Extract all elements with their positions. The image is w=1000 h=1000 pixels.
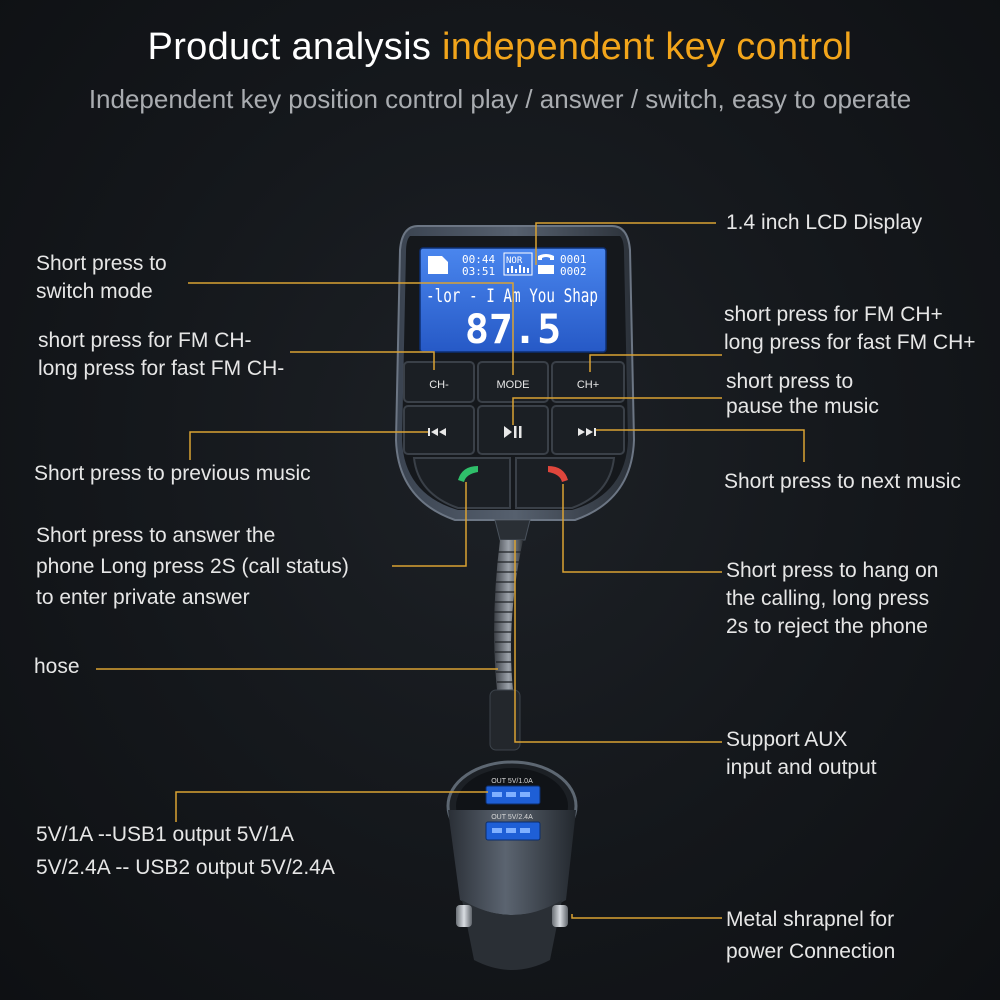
label-hose: hose [34,655,80,678]
lcd-track-top: 0001 [560,253,587,266]
equalizer-icon [507,265,529,273]
usb-charger-body: OUT 5V/1.0A OUT 5V/2.4A [446,760,578,970]
metal-shrapnel-right [552,905,568,927]
label-usb-output: 5V/1A --USB1 output 5V/1A 5V/2.4A -- USB… [36,823,335,879]
label-ch-plus: short press for FM CH+ long press for fa… [724,303,976,354]
next-icon [578,428,596,436]
ch-minus-button[interactable] [403,361,475,403]
line-hangup [562,484,722,573]
label-pause: short press to pause the music [726,370,879,418]
lcd-song-text: -lor - I Am You Shap [426,285,598,307]
line-mode [188,282,514,375]
metal-shrapnel-left [456,905,472,927]
label-next: Short press to next music [724,470,961,493]
label-previous: Short press to previous music [34,462,311,485]
gooseneck-hose [489,540,523,751]
line-answer [392,482,467,567]
hangup-button[interactable] [515,457,616,509]
ch-plus-button[interactable] [551,361,625,403]
phone-status-icon [538,254,554,274]
line-aux [514,540,722,743]
label-mode: Short press to switch mode [36,252,167,303]
page-subtitle: Independent key position control play / … [88,84,912,114]
usb-port-1-label: OUT 5V/1.0A [491,778,533,785]
label-lcd-display: 1.4 inch LCD Display [726,211,923,234]
line-ch-minus [290,351,435,370]
previous-icon [428,428,446,436]
lcd-time-top: 00:44 [462,253,495,266]
lcd-time-bottom: 03:51 [462,265,495,278]
title-main: Product analysis [147,26,432,68]
line-shrapnel [571,914,722,919]
label-ch-minus: short press for FM CH- long press for fa… [38,329,285,380]
ch-minus-label: CH- [429,379,449,391]
label-metal-shrapnel: Metal shrapnel for power Connection [726,908,896,963]
line-previous [189,431,428,460]
answer-phone-icon [458,466,478,482]
play-pause-icon [504,426,522,438]
usb-port-2-label: OUT 5V/2.4A [491,814,533,821]
line-ch-plus [589,354,722,372]
line-next [596,429,805,462]
lcd-track-bottom: 0002 [560,265,587,278]
line-pause [512,397,722,425]
line-lcd [535,222,716,265]
label-aux: Support AUX input and output [726,728,877,779]
mode-label: MODE [497,379,530,391]
ch-plus-label: CH+ [577,379,599,391]
line-usb [175,791,488,822]
hangup-phone-icon [548,466,568,482]
answer-button[interactable] [412,457,511,509]
lcd-mode-tag: NOR [506,256,523,266]
title-accent: independent key control [442,26,853,68]
label-hangup: Short press to hang on the calling, long… [726,559,939,638]
page-title: Product analysis independent key control [0,26,1000,69]
sd-card-icon [428,256,448,274]
previous-button[interactable] [403,405,475,455]
label-answer: Short press to answer the phone Long pre… [36,524,349,609]
